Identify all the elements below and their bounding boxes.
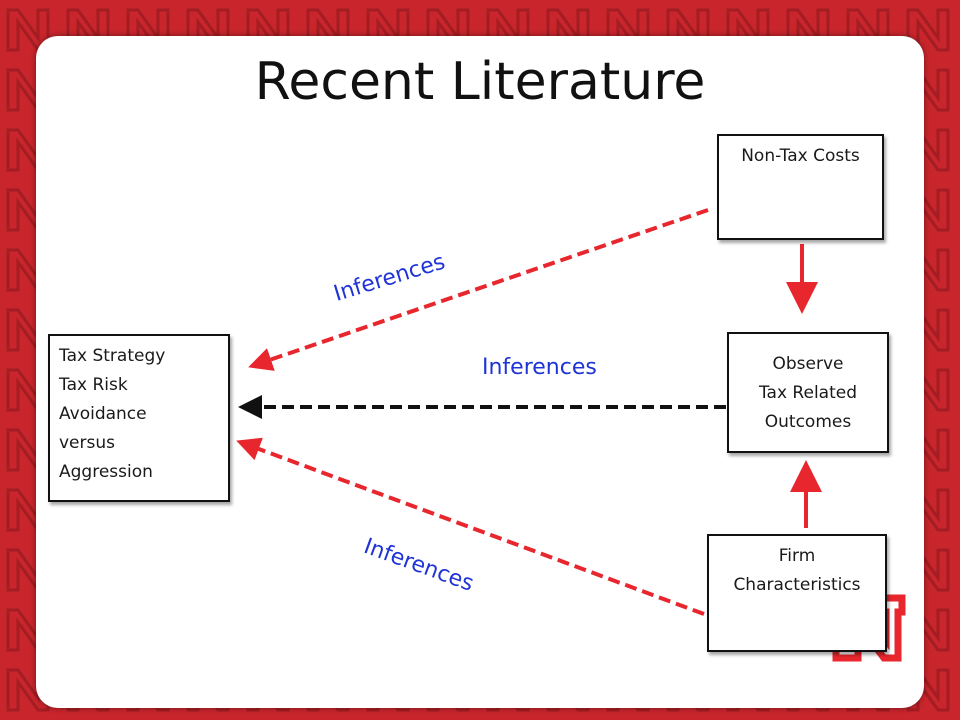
node-tax-strategy-line-4: versus bbox=[59, 433, 115, 453]
node-observe-line-1: Observe bbox=[772, 354, 844, 374]
arrow-firm-characteristics-to-tax-strategy bbox=[236, 437, 705, 616]
node-tax-strategy-line-5: Aggression bbox=[59, 462, 153, 482]
node-firm-characteristics-line-2: Characteristics bbox=[733, 575, 861, 595]
node-firm-characteristics: Firm Characteristics bbox=[707, 534, 887, 652]
edge-label-middle: Inferences bbox=[482, 355, 597, 380]
node-non-tax-costs-line-1: Non-Tax Costs bbox=[741, 146, 860, 166]
node-tax-strategy: Tax Strategy Tax Risk Avoidance versus A… bbox=[48, 334, 230, 502]
arrow-non-tax-costs-to-tax-strategy bbox=[248, 208, 709, 371]
node-observe-line-3: Outcomes bbox=[764, 412, 852, 432]
node-observe: Observe Tax Related Outcomes bbox=[727, 332, 889, 453]
node-tax-strategy-line-1: Tax Strategy bbox=[59, 346, 166, 366]
node-observe-line-2: Tax Related bbox=[758, 383, 857, 403]
slide-title: Recent Literature bbox=[254, 52, 706, 112]
node-tax-strategy-line-2: Tax Risk bbox=[59, 375, 128, 395]
node-firm-characteristics-line-1: Firm bbox=[778, 546, 816, 566]
node-non-tax-costs: Non-Tax Costs bbox=[717, 134, 884, 240]
node-tax-strategy-line-3: Avoidance bbox=[59, 404, 147, 424]
